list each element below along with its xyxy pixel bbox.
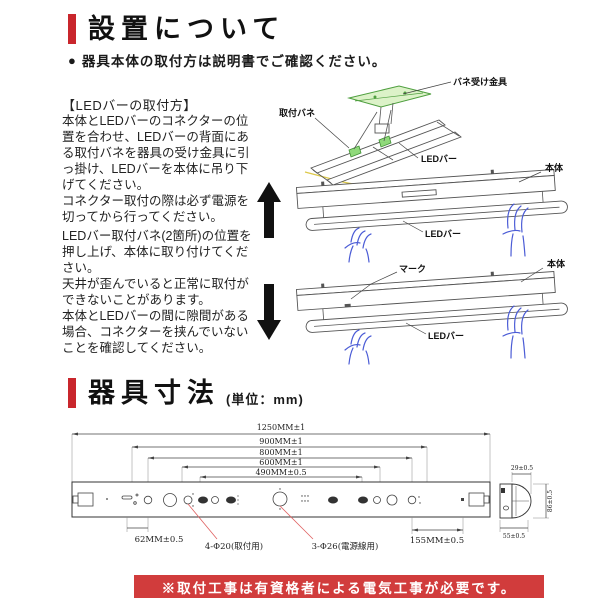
paragraph-3: LEDバー取付バネ(2箇所)の位置を押し上げ、本体に取り付けてください。 [62,229,252,275]
dimensions-heading: 器具寸法 [88,378,220,408]
paragraph-4: 天井が歪んでいると正常に取付ができないことがあります。 [62,277,249,307]
notice-text: ※取付工事は有資格者による電気工事が必要です。 [161,580,517,596]
led-bar-label-3d: LEDバー [421,154,457,164]
down-arrow-icon [257,284,281,340]
end-view: 29±0.5 86±0.5 55±0.5 [499,465,554,540]
dim-800-label: 800MM±1 [259,448,302,457]
end-depth-label: 29±0.5 [511,465,533,472]
dim-900-label: 900MM±1 [259,437,302,446]
body-label-lift: 本体 [545,162,564,173]
spring-3d-diagram: バネ受け金具 取付バネ LEDバー [279,76,507,191]
attach-diagram: マーク 本体 LEDバー [257,258,568,365]
confirm-note-text: 器具本体の取付方は説明書でご確認ください。 [81,54,387,69]
led-bar-label-lift: LEDバー [425,229,461,239]
right-hand-illustration-2 [502,305,529,359]
mount-spring-right [378,135,392,148]
paragraph-5: 本体とLEDバーの間に隙間がある場合、コネクターを挟んでいないことを確認してくだ… [62,309,249,355]
bullet-icon: ● [68,52,77,68]
red-accent-bar-2 [68,378,76,408]
dim-62-label: 62MM±0.5 [135,535,184,545]
spring-bracket-label: バネ受け金具 [453,76,507,87]
body-label-attach: 本体 [547,258,566,269]
dim-490-label: 490MM±0.5 [255,468,306,477]
led-bar-label-attach: LEDバー [428,331,464,341]
install-section-header: 設置について [68,14,285,44]
length-dimensions: 1250MM±1 900MM±1 800MM±1 600MM±1 490MM±0… [71,423,491,482]
red-accent-bar [68,14,76,44]
dimension-drawing: 1250MM±1 900MM±1 800MM±1 600MM±1 490MM±0… [71,423,554,552]
unit-note: (単位：mm) [226,391,304,407]
spring-bracket-plate [347,85,432,108]
install-heading: 設置について [88,14,286,44]
lift-diagram: 本体 LEDバー [257,162,568,263]
installation-diagrams: バネ受け金具 取付バネ LEDバー [257,76,568,365]
up-arrow-icon [257,182,281,238]
mark-label: マーク [399,264,426,274]
left-hand-illustration [344,227,372,263]
dim-600-label: 600MM±1 [259,458,302,467]
right-hand-illustration [502,203,529,257]
mount-spring-left [348,145,362,158]
mount-spring-label: 取付バネ [279,107,315,118]
mount-hole-label: 4-Φ20(取付用) [205,541,263,552]
dim-1250-label: 1250MM±1 [257,423,306,432]
method-paragraph-block-1: 本体とLEDバーのコネクターの位置を合わせ、LEDバーの背面にある取付バネを器具… [62,113,260,225]
dim-155-label: 155MM±0.5 [410,536,464,546]
left-hand-illustration-2 [344,329,372,365]
method-title: 【LEDバーの取付方】 [62,98,197,113]
end-width-label: 55±0.5 [503,533,525,540]
fixture-plan-view [71,481,491,518]
power-hole-label: 3-Φ26(電源線用) [312,541,379,552]
paragraph-2: コネクター取付の際は必ず電源を切ってから行ってください。 [62,194,250,224]
alignment-mark [344,303,351,308]
dimensions-section-header: 器具寸法 (単位：mm) [68,378,304,408]
paragraph-1: 本体とLEDバーのコネクターの位置を合わせ、LEDバーの背面にある取付バネを器具… [62,114,250,192]
method-paragraph-block-2: LEDバー取付バネ(2箇所)の位置を押し上げ、本体に取り付けてください。 天井が… [62,228,260,356]
electrician-notice-banner: ※取付工事は有資格者による電気工事が必要です。 [134,575,544,598]
hole-callouts: 62MM±0.5 155MM±0.5 4-Φ20(取付用) 3-Φ26(電源線用… [126,503,464,552]
end-height-label: 86±0.5 [547,490,554,512]
confirm-note: ● 器具本体の取付方は説明書でご確認ください。 [68,50,386,70]
